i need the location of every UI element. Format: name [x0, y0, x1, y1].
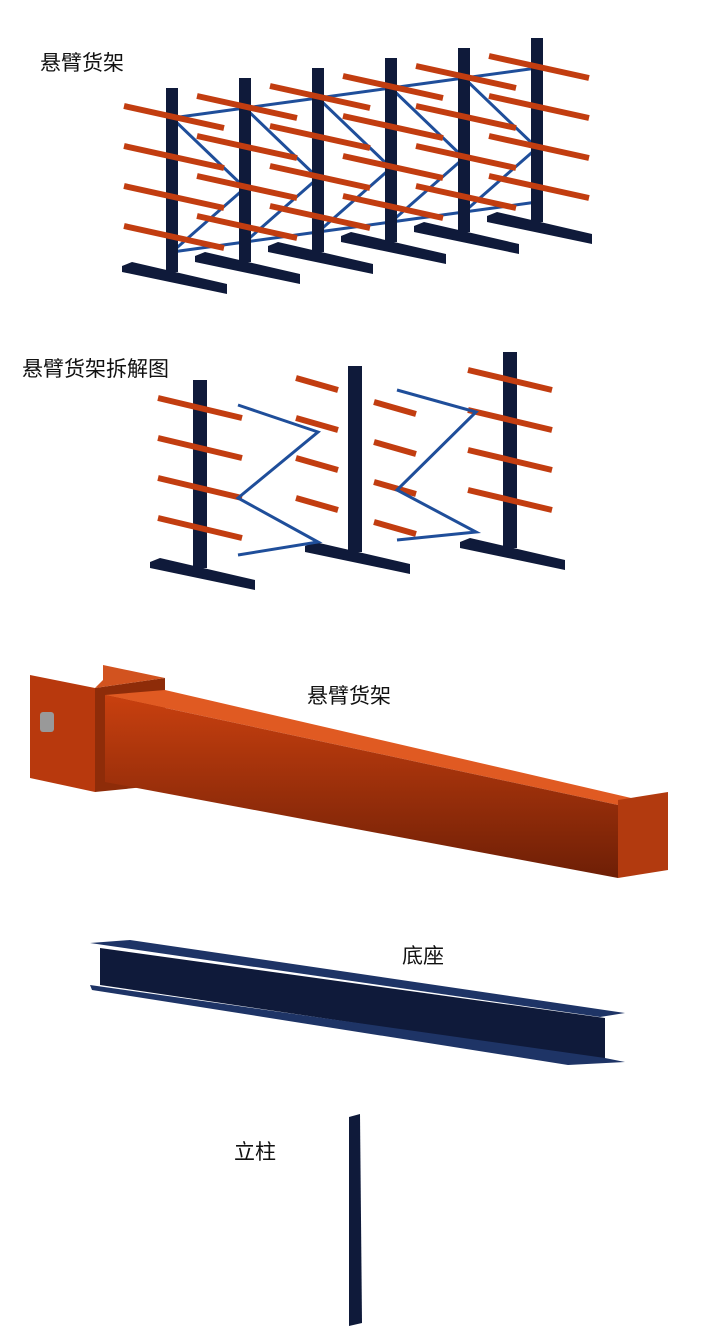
- brace: [235, 403, 323, 557]
- arm: [467, 407, 553, 433]
- arm: [342, 193, 444, 221]
- arm: [157, 475, 243, 501]
- arm: [123, 183, 225, 211]
- arm: [157, 395, 243, 421]
- column: [385, 58, 397, 242]
- arm-end-stop: [618, 792, 668, 878]
- base: [414, 222, 519, 254]
- base: [305, 542, 410, 574]
- column: [531, 38, 543, 222]
- arm: [196, 173, 298, 201]
- base-detail: [90, 940, 625, 1065]
- arm: [373, 399, 417, 417]
- arm-detail: [30, 665, 668, 878]
- column: [193, 380, 207, 568]
- arm: [488, 133, 590, 161]
- base-web: [100, 948, 605, 1060]
- arm: [295, 375, 339, 393]
- arm: [157, 515, 243, 541]
- arm: [123, 143, 225, 171]
- column-detail: [349, 1114, 362, 1326]
- rack-title: 悬臂货架: [40, 51, 124, 75]
- arm: [488, 53, 590, 81]
- arm: [123, 103, 225, 131]
- arm: [269, 203, 371, 231]
- arm: [488, 93, 590, 121]
- arm: [373, 439, 417, 457]
- arm-mount-plate: [30, 675, 95, 792]
- arm-beam-top: [105, 690, 640, 805]
- column: [312, 68, 324, 252]
- base-bottom-flange: [90, 985, 625, 1065]
- arm: [342, 113, 444, 141]
- arm: [415, 103, 517, 131]
- base-title: 底座: [402, 944, 444, 968]
- arm: [373, 479, 417, 497]
- base: [268, 242, 373, 274]
- base-top-flange: [90, 940, 625, 1017]
- base: [195, 252, 300, 284]
- arm-title: 悬臂货架: [307, 684, 391, 708]
- arm: [196, 93, 298, 121]
- arm: [269, 163, 371, 191]
- brace: [170, 116, 247, 190]
- arm: [157, 435, 243, 461]
- base: [341, 232, 446, 264]
- base: [487, 212, 592, 244]
- arm: [269, 123, 371, 151]
- arm: [342, 153, 444, 181]
- column-upright: [349, 1114, 362, 1326]
- column: [239, 78, 251, 262]
- base: [460, 538, 565, 570]
- base: [122, 262, 227, 294]
- arm: [415, 143, 517, 171]
- arm-mount-top: [95, 665, 165, 688]
- arm: [488, 173, 590, 201]
- brace: [316, 96, 393, 170]
- brace: [462, 76, 539, 150]
- arm: [196, 213, 298, 241]
- arm: [295, 415, 339, 433]
- arm: [123, 223, 225, 251]
- arm: [196, 133, 298, 161]
- arm: [295, 495, 339, 513]
- bolt-icon: [40, 712, 54, 732]
- arm: [269, 83, 371, 111]
- column: [348, 366, 362, 552]
- arm: [467, 447, 553, 473]
- base: [150, 558, 255, 590]
- column: [166, 88, 178, 272]
- brace: [243, 106, 320, 180]
- arm: [467, 367, 553, 393]
- arm: [415, 183, 517, 211]
- arm: [415, 63, 517, 91]
- brace: [389, 86, 466, 160]
- column: [458, 48, 470, 232]
- exploded-rack: [150, 352, 565, 590]
- arm: [467, 487, 553, 513]
- brace: [394, 388, 482, 542]
- arm: [342, 73, 444, 101]
- exploded-title: 悬臂货架拆解图: [22, 357, 169, 381]
- arm-beam-face: [105, 695, 618, 878]
- assembled-rack: [122, 38, 592, 294]
- column-title: 立柱: [234, 1140, 276, 1164]
- arm: [295, 455, 339, 473]
- arm: [373, 519, 417, 537]
